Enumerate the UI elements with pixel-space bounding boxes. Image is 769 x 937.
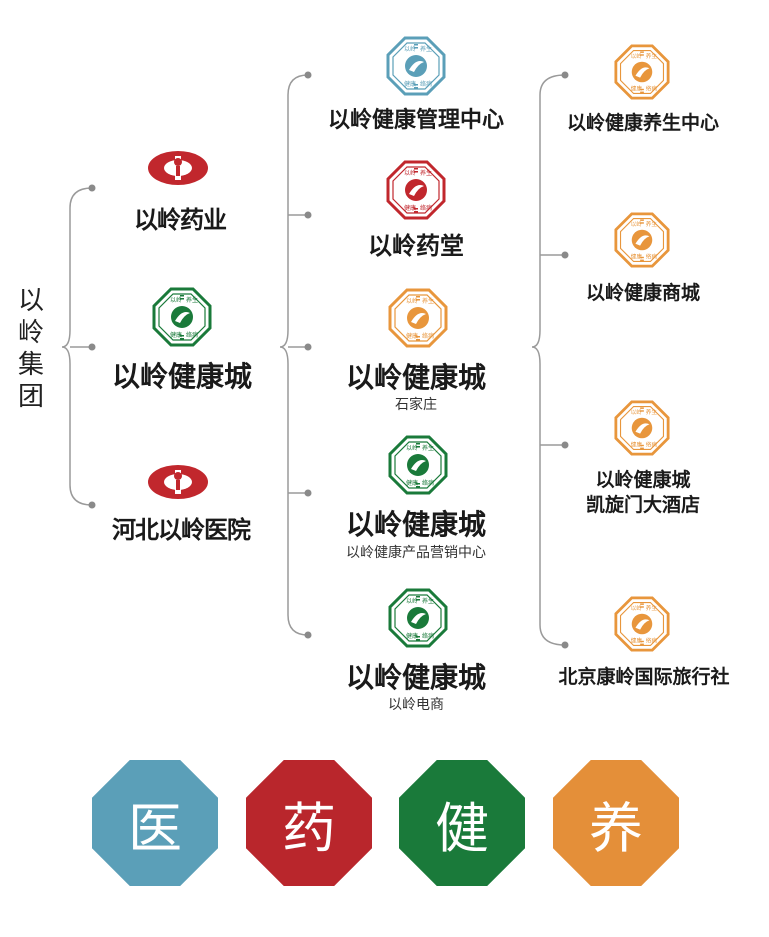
connector-dot	[304, 71, 312, 79]
connector-dot	[561, 641, 569, 649]
level2-subtitle: 以岭健康产品营销中心	[346, 545, 486, 561]
connector-dot	[561, 441, 569, 449]
octagon-orange-logo-icon	[614, 212, 670, 268]
root-char: 集	[17, 350, 44, 380]
pillar-pharmacy: 药	[246, 760, 372, 886]
octagon-orange-logo-icon	[614, 596, 670, 652]
connector-dot	[304, 211, 312, 219]
level1-yiling-pharma: 以岭药业	[134, 206, 227, 234]
connector-dot	[304, 343, 312, 351]
level2-yiling-pharmacy: 以岭药堂	[368, 231, 464, 260]
root-char: 岭	[17, 318, 44, 348]
connector-dot	[304, 631, 312, 639]
pillar-wellness: 养	[553, 760, 679, 886]
octagon-red-logo-icon	[386, 160, 446, 220]
level3-travel-agency: 北京康岭国际旅行社	[558, 666, 730, 688]
root-node-yiling-group: 以 岭 集 团	[14, 285, 48, 413]
connector-dot	[88, 501, 96, 509]
root-char: 以	[17, 286, 44, 316]
octagon-green-logo-icon	[152, 287, 212, 347]
connector-dot	[561, 71, 569, 79]
level2-health-city-ecommerce: 以岭健康城	[345, 661, 486, 694]
octagon-green-logo-icon	[388, 588, 448, 648]
level3-health-mall: 以岭健康商城	[585, 282, 700, 304]
level2-health-city-shijiazhuang: 以岭健康城	[345, 361, 486, 394]
connector-dot	[88, 184, 96, 192]
level2-subtitle: 石家庄	[395, 397, 437, 413]
level3-hotel-line1: 以岭健康城	[595, 469, 691, 491]
octagon-orange-logo-icon	[614, 400, 670, 456]
octagon-blue-logo-icon	[386, 36, 446, 96]
level1-hebei-yiling-hospital: 河北以岭医院	[112, 516, 251, 544]
octagon-orange-logo-icon	[614, 44, 670, 100]
yiling-red-logo-icon	[148, 151, 208, 185]
level3-wellness-center: 以岭健康养生中心	[566, 112, 719, 134]
level2-health-city-marketing: 以岭健康城	[345, 508, 486, 541]
level2-subtitle: 以岭电商	[388, 697, 444, 713]
level3-hotel-line2: 凯旋门大酒店	[585, 494, 700, 516]
pillar-health: 健	[399, 760, 525, 886]
connector-dot	[561, 251, 569, 259]
connector-dot	[304, 489, 312, 497]
level1-yiling-health-city: 以岭健康城	[111, 360, 252, 393]
octagon-orange-logo-icon	[388, 288, 448, 348]
connector-dot	[88, 343, 96, 351]
pillar-medicine: 医	[92, 760, 218, 886]
level2-health-management-center: 以岭健康管理中心	[327, 107, 504, 133]
root-char: 团	[17, 382, 44, 412]
octagon-green-logo-icon	[388, 435, 448, 495]
yiling-red-logo-icon	[148, 465, 208, 499]
